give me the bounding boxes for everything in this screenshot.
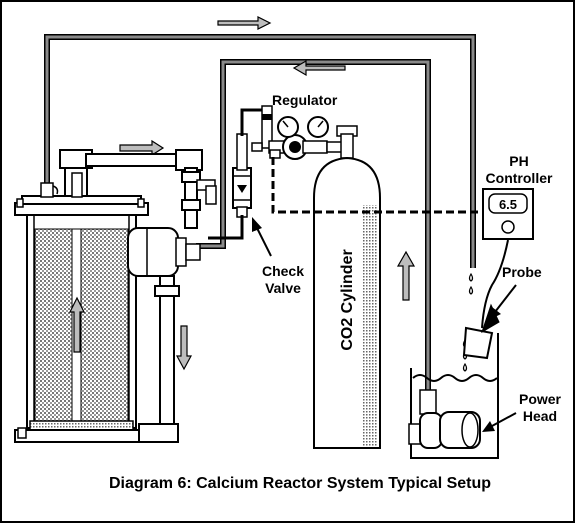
flow-arrow-effluent-down	[175, 325, 193, 371]
reactor-recirc-pump	[127, 227, 201, 277]
check-valve-label-line1: Check	[262, 263, 304, 279]
check-valve-label-line2: Valve	[265, 280, 301, 296]
regulator-label: Regulator	[272, 92, 338, 108]
probe-label: Probe	[502, 264, 542, 280]
top-return-pipe	[44, 34, 476, 268]
ph-label-line2: Controller	[486, 170, 553, 186]
co2-cylinder	[313, 125, 381, 449]
ph-label-line1: PH	[509, 153, 528, 169]
recirculation-loop	[59, 149, 217, 229]
ph-display-value: 6.5	[499, 197, 517, 212]
check-valve	[232, 133, 252, 218]
power-head-label-line2: Head	[523, 408, 557, 424]
flow-arrow-pump-up	[396, 250, 416, 301]
regulator	[251, 105, 346, 160]
effluent-pipe	[138, 275, 180, 443]
check-valve-pointer	[252, 217, 272, 257]
flow-arrow-upper-manifold	[119, 139, 165, 157]
intake-pipe	[196, 59, 431, 392]
probe-pointer	[489, 284, 517, 320]
co2-feed-tube	[208, 215, 244, 240]
sump-tank	[410, 333, 499, 459]
solenoid	[269, 149, 281, 159]
power-head-pointer	[482, 412, 517, 432]
power-head	[408, 389, 481, 449]
co2-tube	[240, 108, 262, 136]
solenoid-cable	[271, 157, 483, 214]
diagram-caption: Diagram 6: Calcium Reactor System Typica…	[109, 475, 491, 492]
co2-cylinder-label: CO2 Cylinder	[339, 249, 356, 350]
calcium-reactor	[14, 182, 149, 443]
ph-controller	[482, 188, 534, 240]
flow-arrow-top	[217, 16, 272, 30]
flow-arrow-return-left	[292, 59, 346, 77]
probe-cable	[481, 239, 509, 329]
power-head-label-line1: Power	[519, 391, 562, 407]
